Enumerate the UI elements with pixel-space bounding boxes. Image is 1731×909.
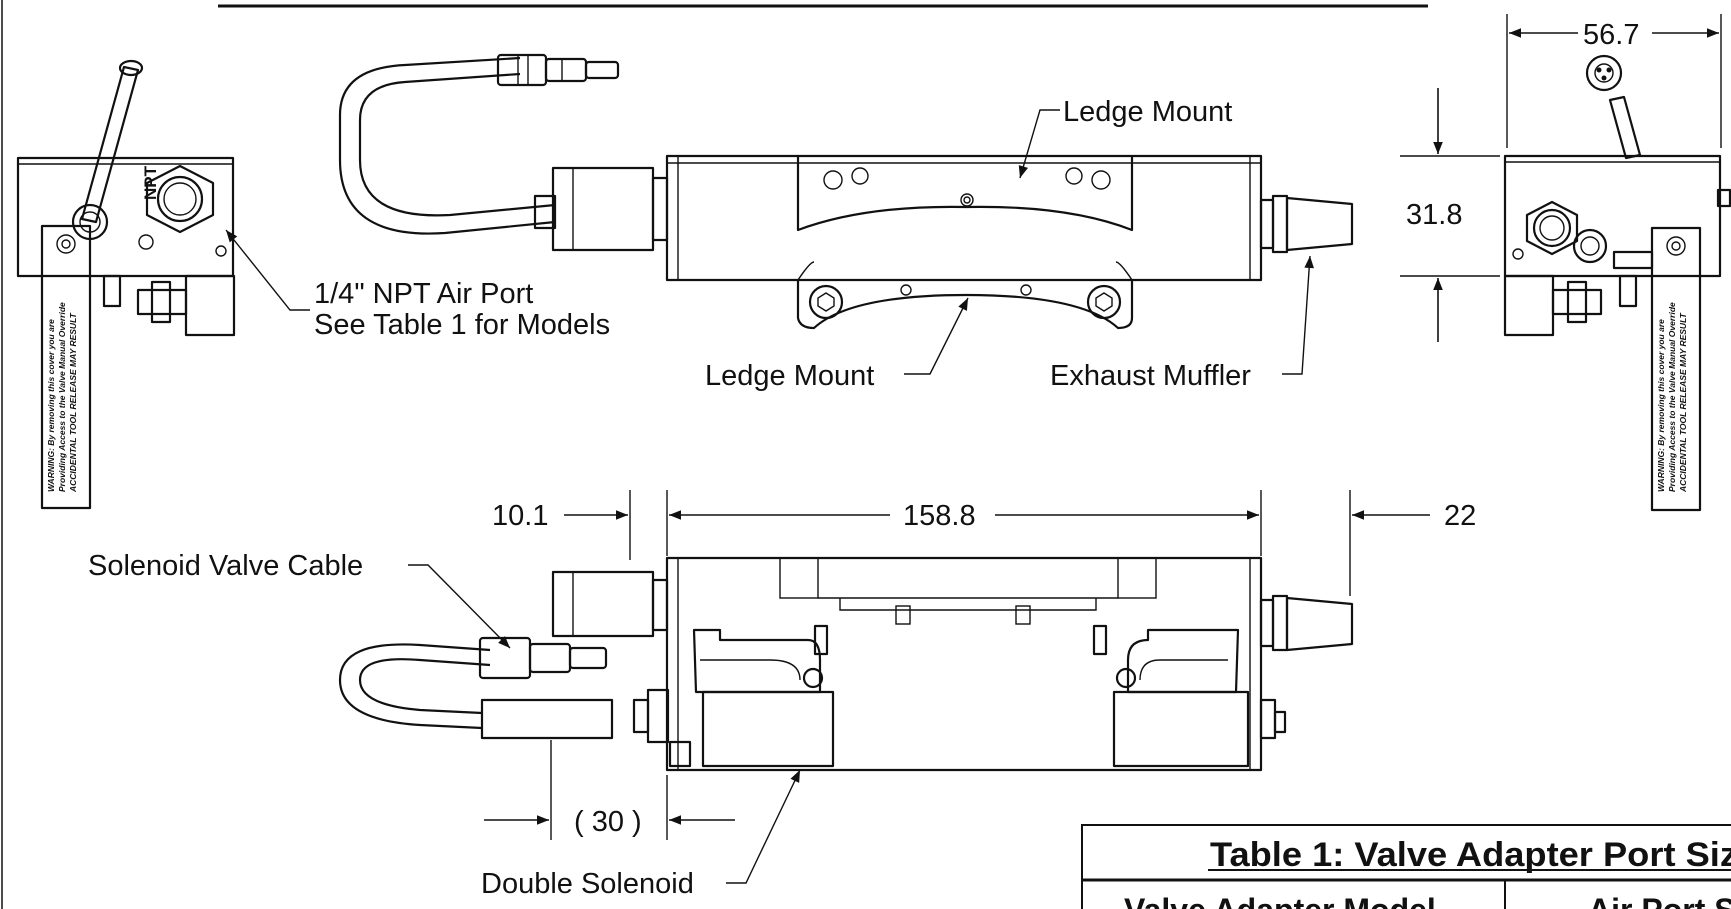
dim-height: 31.8 bbox=[1406, 199, 1462, 231]
ledge-mount-top-label: Ledge Mount bbox=[1063, 96, 1232, 128]
right-view-dimensions bbox=[1400, 14, 1722, 342]
npt-mark: NPT bbox=[141, 165, 160, 200]
left-end-view: NPT bbox=[16, 59, 236, 510]
warning-line-3: ACCIDENTAL TOOL RELEASE MAY RESULT bbox=[68, 312, 78, 493]
warning-line-1: WARNING: By removing this cover you are bbox=[46, 319, 56, 492]
exhaust-muffler-label: Exhaust Muffler bbox=[1050, 360, 1251, 392]
air-port-label: 1/4" NPT Air Port bbox=[314, 278, 533, 310]
warning-line-3: ACCIDENTAL TOOL RELEASE MAY RESULT bbox=[1678, 312, 1688, 493]
solenoid-cable-label: Solenoid Valve Cable bbox=[88, 550, 363, 582]
valve-adapter-table: Table 1: Valve Adapter Port Siz Valve Ad… bbox=[1081, 824, 1731, 909]
bottom-view bbox=[338, 556, 1354, 772]
warning-label-left: WARNING: By removing this cover you are … bbox=[46, 302, 78, 493]
dim-cable: ( 30 ) bbox=[574, 806, 642, 838]
top-side-view bbox=[338, 53, 1354, 330]
table-header-port: Air Port S bbox=[1588, 892, 1731, 909]
double-solenoid-label: Double Solenoid bbox=[481, 868, 694, 900]
warning-line-2: Providing Access to the Valve Manual Ove… bbox=[57, 302, 67, 492]
right-end-view bbox=[1503, 54, 1731, 512]
warning-line-1: WARNING: By removing this cover you are bbox=[1656, 319, 1666, 492]
table-header-model: Valve Adapter Model bbox=[1124, 892, 1436, 909]
bottom-view-dimensions bbox=[484, 490, 1430, 840]
warning-label-right: WARNING: By removing this cover you are … bbox=[1656, 302, 1688, 493]
dim-left-offset: 10.1 bbox=[492, 500, 548, 532]
table-title: Table 1: Valve Adapter Port Siz bbox=[1210, 836, 1731, 874]
air-port-subtext: See Table 1 for Models bbox=[314, 309, 610, 341]
dim-length: 158.8 bbox=[903, 500, 976, 532]
ledge-mount-bottom-label: Ledge Mount bbox=[705, 360, 874, 392]
dim-width-top: 56.7 bbox=[1583, 19, 1639, 51]
warning-line-2: Providing Access to the Valve Manual Ove… bbox=[1667, 302, 1677, 492]
dim-right-offset: 22 bbox=[1444, 500, 1476, 532]
